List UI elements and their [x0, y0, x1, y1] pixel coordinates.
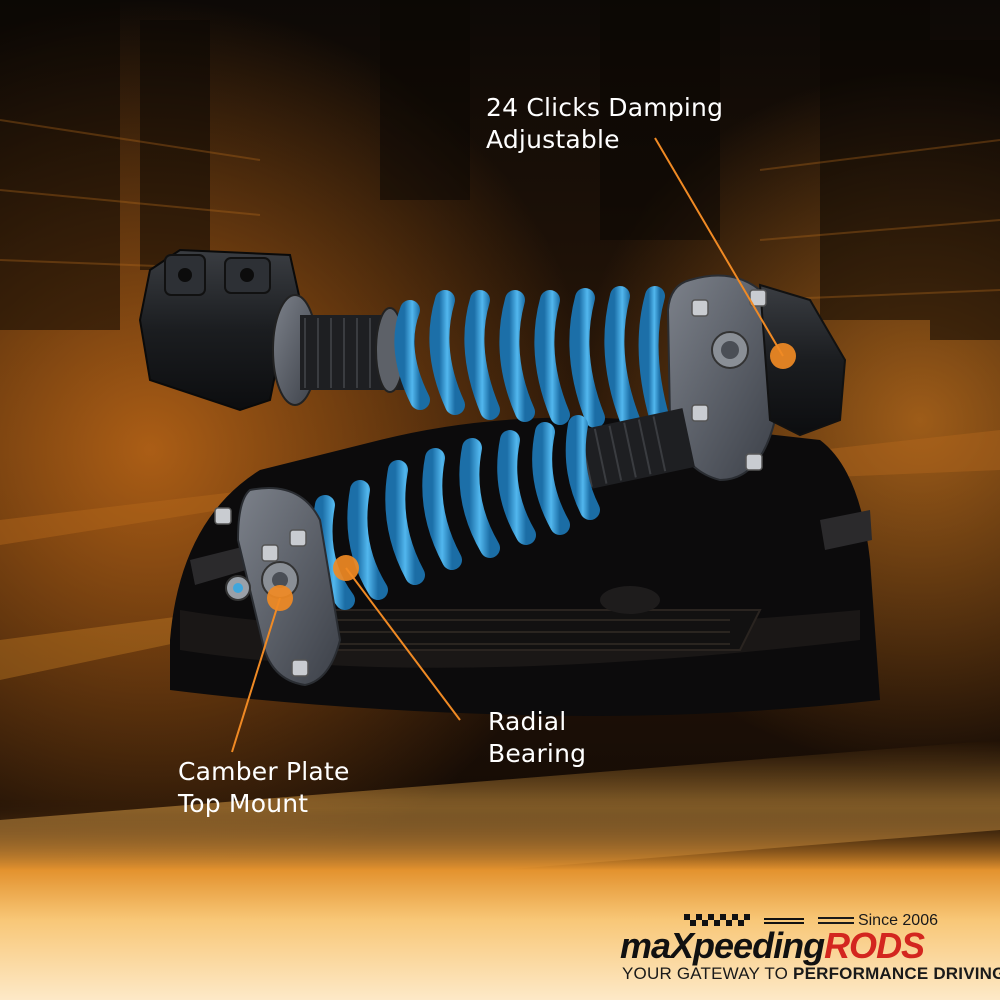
radial-bearing-callout: Radial Bearing [488, 706, 586, 770]
callout-line-2: Bearing [488, 739, 587, 768]
checkered-flag-icon [684, 914, 804, 926]
brand-tagline: YOUR GATEWAY TO PERFORMANCE DRIVING [622, 964, 1000, 984]
camber-leader-line [231, 597, 281, 753]
damping-leader-line [654, 137, 784, 357]
callout-line-1: Camber Plate [178, 757, 350, 786]
brand-wordmark: maXpeedingRODS [620, 925, 925, 966]
brand-wordmark-ma: maX [620, 925, 694, 966]
callout-line-1: 24 Clicks Damping [486, 93, 724, 122]
upper-coilover [138, 248, 847, 482]
damping-adjustable-callout: 24 Clicks Damping Adjustable [486, 92, 723, 156]
callout-line-1: Radial [488, 707, 567, 736]
camber-plate-callout: Camber Plate Top Mount [178, 756, 350, 820]
callout-line-2: Adjustable [486, 125, 620, 154]
brand-tagline-prefix: YOUR GATEWAY TO [622, 964, 794, 983]
brand-wordmark-peeding: peeding [693, 925, 825, 966]
brand-logo-block: Since 2006 maXpeedingRODS YOUR GATEWAY T… [618, 912, 1000, 984]
brand-tagline-emphasis: PERFORMANCE DRIVING [793, 964, 1000, 983]
brand-wordmark-rods: RODS [824, 925, 925, 966]
callout-line-2: Top Mount [178, 789, 309, 818]
bearing-leader-line [345, 567, 461, 721]
lower-coilover [214, 408, 695, 687]
brand-since-label: Since 2006 [817, 912, 938, 929]
car-silhouette [170, 417, 880, 716]
